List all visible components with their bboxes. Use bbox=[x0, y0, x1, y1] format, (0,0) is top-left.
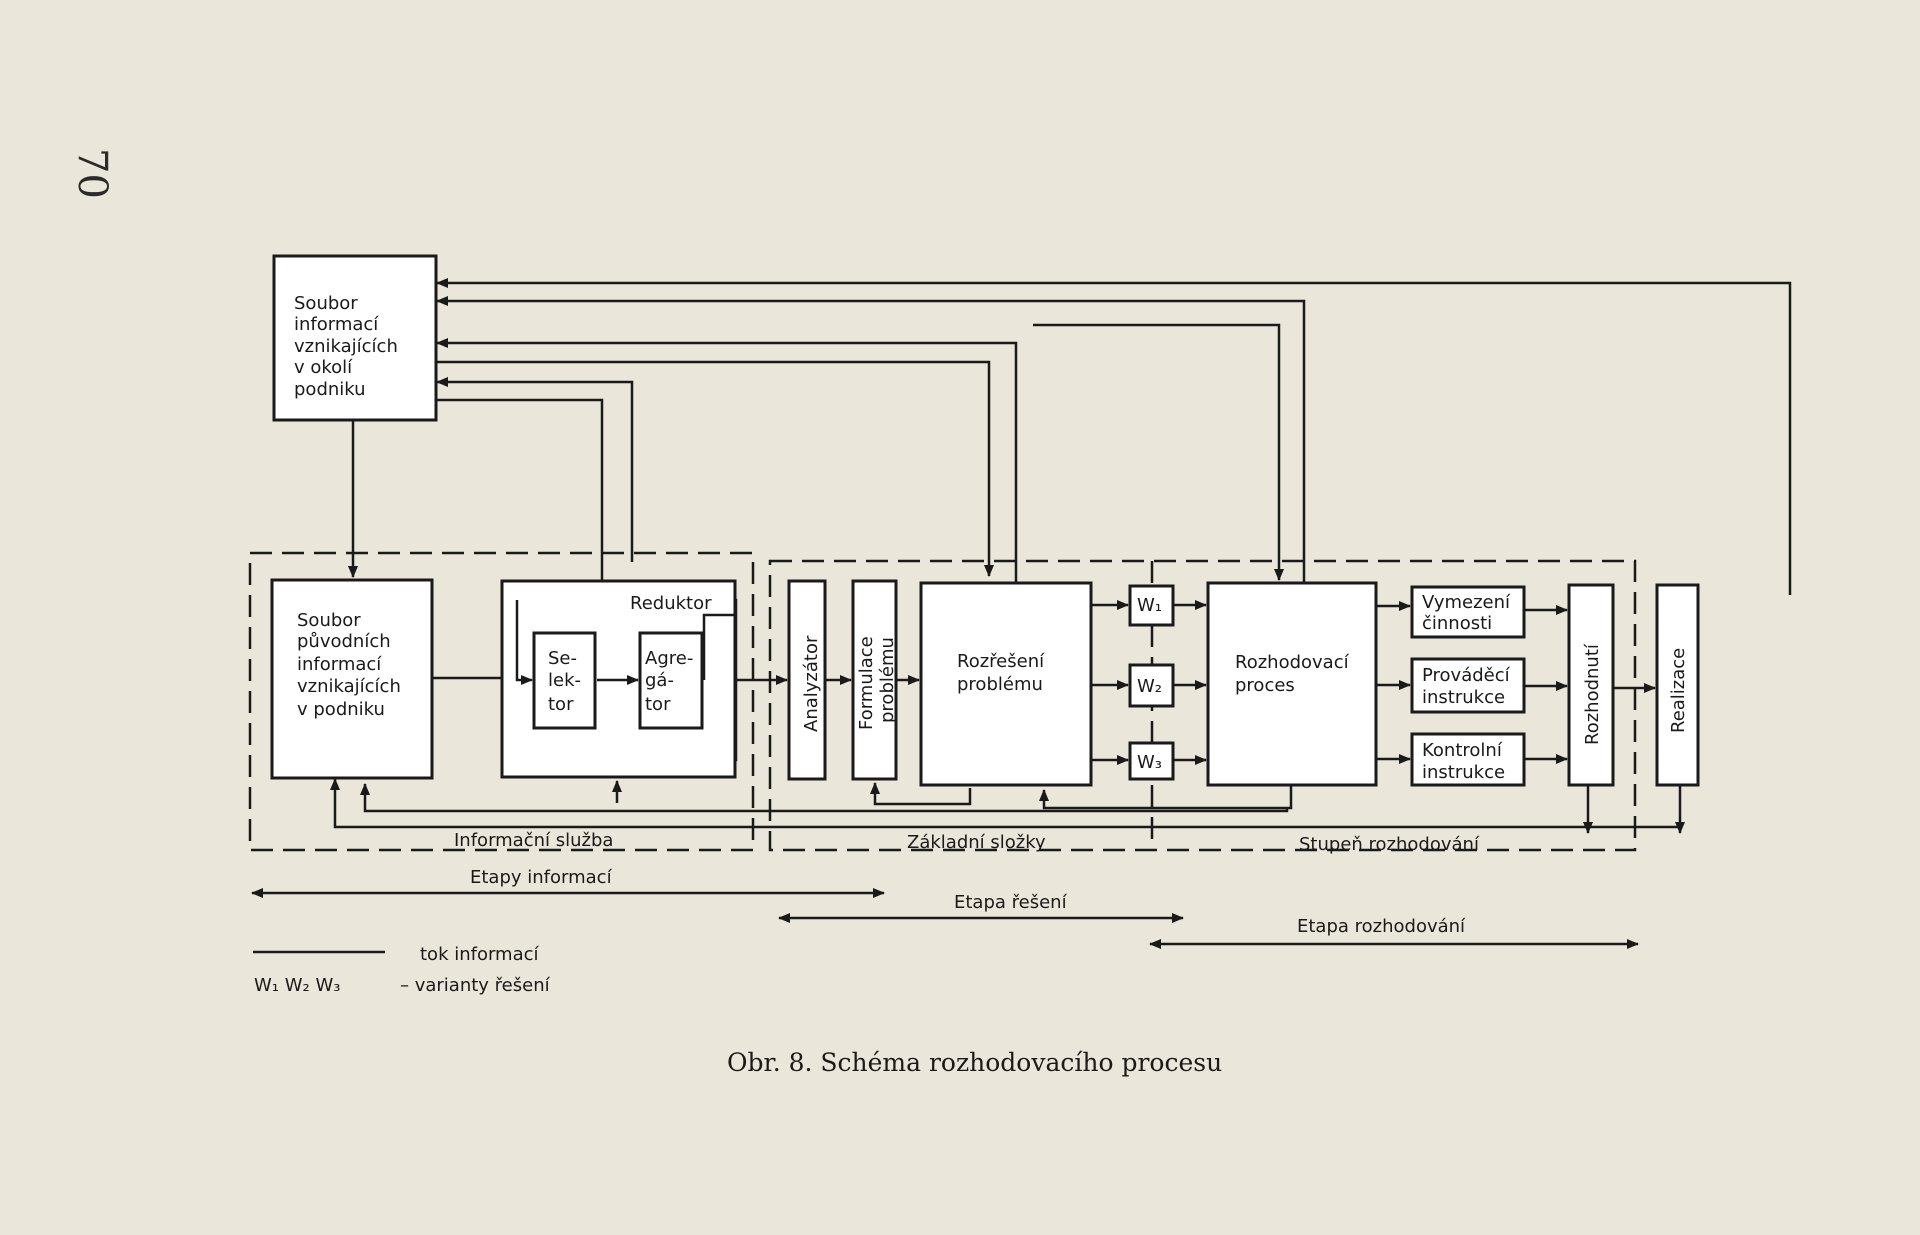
w3-label: W₃ bbox=[1137, 752, 1162, 773]
execution-line-2: instrukce bbox=[1422, 687, 1505, 708]
legend: tok informací W₁ W₂ W₃ – varianty řešení bbox=[253, 944, 551, 996]
stage-solving-arrow: Etapa řešení bbox=[778, 892, 1184, 923]
formulation-line-2: problému bbox=[877, 637, 898, 723]
bottom-feedback-flows bbox=[330, 778, 1680, 829]
orig-line-3: informací bbox=[297, 654, 382, 675]
information-service-label: Informační služba bbox=[454, 830, 613, 851]
env-line-3: vznikajících bbox=[294, 336, 398, 357]
process-line-2: proces bbox=[1235, 675, 1295, 696]
stage-decision-arrow: Etapa rozhodování bbox=[1149, 916, 1639, 949]
realization-label: Realizace bbox=[1668, 648, 1689, 733]
selector-line-2: lek- bbox=[548, 670, 581, 691]
selector-line-1: Se- bbox=[548, 648, 577, 669]
w2-label: W₂ bbox=[1137, 676, 1162, 697]
decision-process-box: Rozhodovací proces bbox=[1206, 581, 1378, 787]
control-line-1: Kontrolní bbox=[1422, 740, 1503, 761]
process-line-1: Rozhodovací bbox=[1235, 652, 1350, 673]
legend-variants-symbols: W₁ W₂ W₃ bbox=[254, 975, 340, 996]
stage-solving-label: Etapa řešení bbox=[954, 892, 1068, 913]
problem-solving-box: Rozřešení problému bbox=[919, 581, 1093, 787]
analyzer-label: Analyzátor bbox=[801, 635, 822, 732]
variant-w2-box: W₂ bbox=[1128, 663, 1175, 708]
original-information-box: Soubor původních informací vznikajících … bbox=[270, 578, 434, 780]
execution-line-1: Prováděcí bbox=[1422, 665, 1511, 686]
legend-variants-label: – varianty řešení bbox=[400, 975, 551, 996]
reducer-internal-flow bbox=[515, 600, 533, 685]
control-line-2: instrukce bbox=[1422, 762, 1505, 783]
environment-information-box: Soubor informací vznikajících v okolí po… bbox=[272, 254, 438, 422]
analyzer-box: Analyzátor bbox=[787, 579, 827, 781]
env-line-1: Soubor bbox=[294, 293, 358, 314]
reducer-label: Reduktor bbox=[630, 593, 712, 614]
decision-box: Rozhodnutí bbox=[1567, 583, 1615, 787]
execution-instructions-box: Prováděcí instrukce bbox=[1410, 657, 1526, 714]
env-line-2: informací bbox=[294, 314, 379, 335]
w1-label: W₁ bbox=[1137, 595, 1162, 616]
decision-label: Rozhodnutí bbox=[1582, 643, 1603, 745]
activity-definition-box: Vymezení činnosti bbox=[1410, 585, 1526, 639]
orig-line-4: vznikajících bbox=[297, 676, 401, 697]
basic-components-label: Základní složky bbox=[907, 832, 1046, 853]
orig-line-5: v podniku bbox=[297, 699, 385, 720]
aggregator-line-2: gá- bbox=[645, 670, 674, 691]
env-line-5: podniku bbox=[294, 379, 366, 400]
solving-line-1: Rozřešení bbox=[957, 651, 1045, 672]
stage-information-arrow: Etapy informací bbox=[251, 867, 885, 898]
activity-line-2: činnosti bbox=[1422, 613, 1492, 634]
problem-formulation-box: Formulace problému bbox=[851, 579, 898, 781]
region-information-service bbox=[248, 551, 755, 852]
solving-line-2: problému bbox=[957, 674, 1043, 695]
aggregator-line-3: tor bbox=[645, 694, 671, 715]
selector-line-3: tor bbox=[548, 694, 574, 715]
stage-information-label: Etapy informací bbox=[470, 867, 613, 888]
decision-level-label: Stupeň rozhodování bbox=[1299, 834, 1480, 855]
variant-w3-box: W₃ bbox=[1128, 741, 1175, 781]
control-instructions-box: Kontrolní instrukce bbox=[1410, 732, 1526, 787]
formulation-line-1: Formulace bbox=[856, 636, 877, 730]
figure-caption: Obr. 8. Schéma rozhodovacího procesu bbox=[727, 1048, 1222, 1077]
stage-decision-label: Etapa rozhodování bbox=[1297, 916, 1466, 937]
env-line-4: v okolí bbox=[294, 357, 353, 378]
legend-flow-label: tok informací bbox=[420, 944, 540, 965]
selector-box: Se- lek- tor bbox=[532, 631, 597, 730]
feedback-flows bbox=[348, 278, 1792, 601]
aggregator-output bbox=[702, 613, 736, 680]
aggregator-line-1: Agre- bbox=[645, 648, 693, 669]
variant-w1-box: W₁ bbox=[1128, 584, 1175, 627]
aggregator-box: Agre- gá- tor bbox=[638, 631, 704, 730]
activity-line-1: Vymezení bbox=[1422, 592, 1511, 613]
realization-box: Realizace bbox=[1655, 583, 1700, 787]
region-basic-components bbox=[768, 559, 1637, 852]
orig-line-1: Soubor bbox=[297, 610, 361, 631]
orig-line-2: původních bbox=[297, 631, 391, 652]
